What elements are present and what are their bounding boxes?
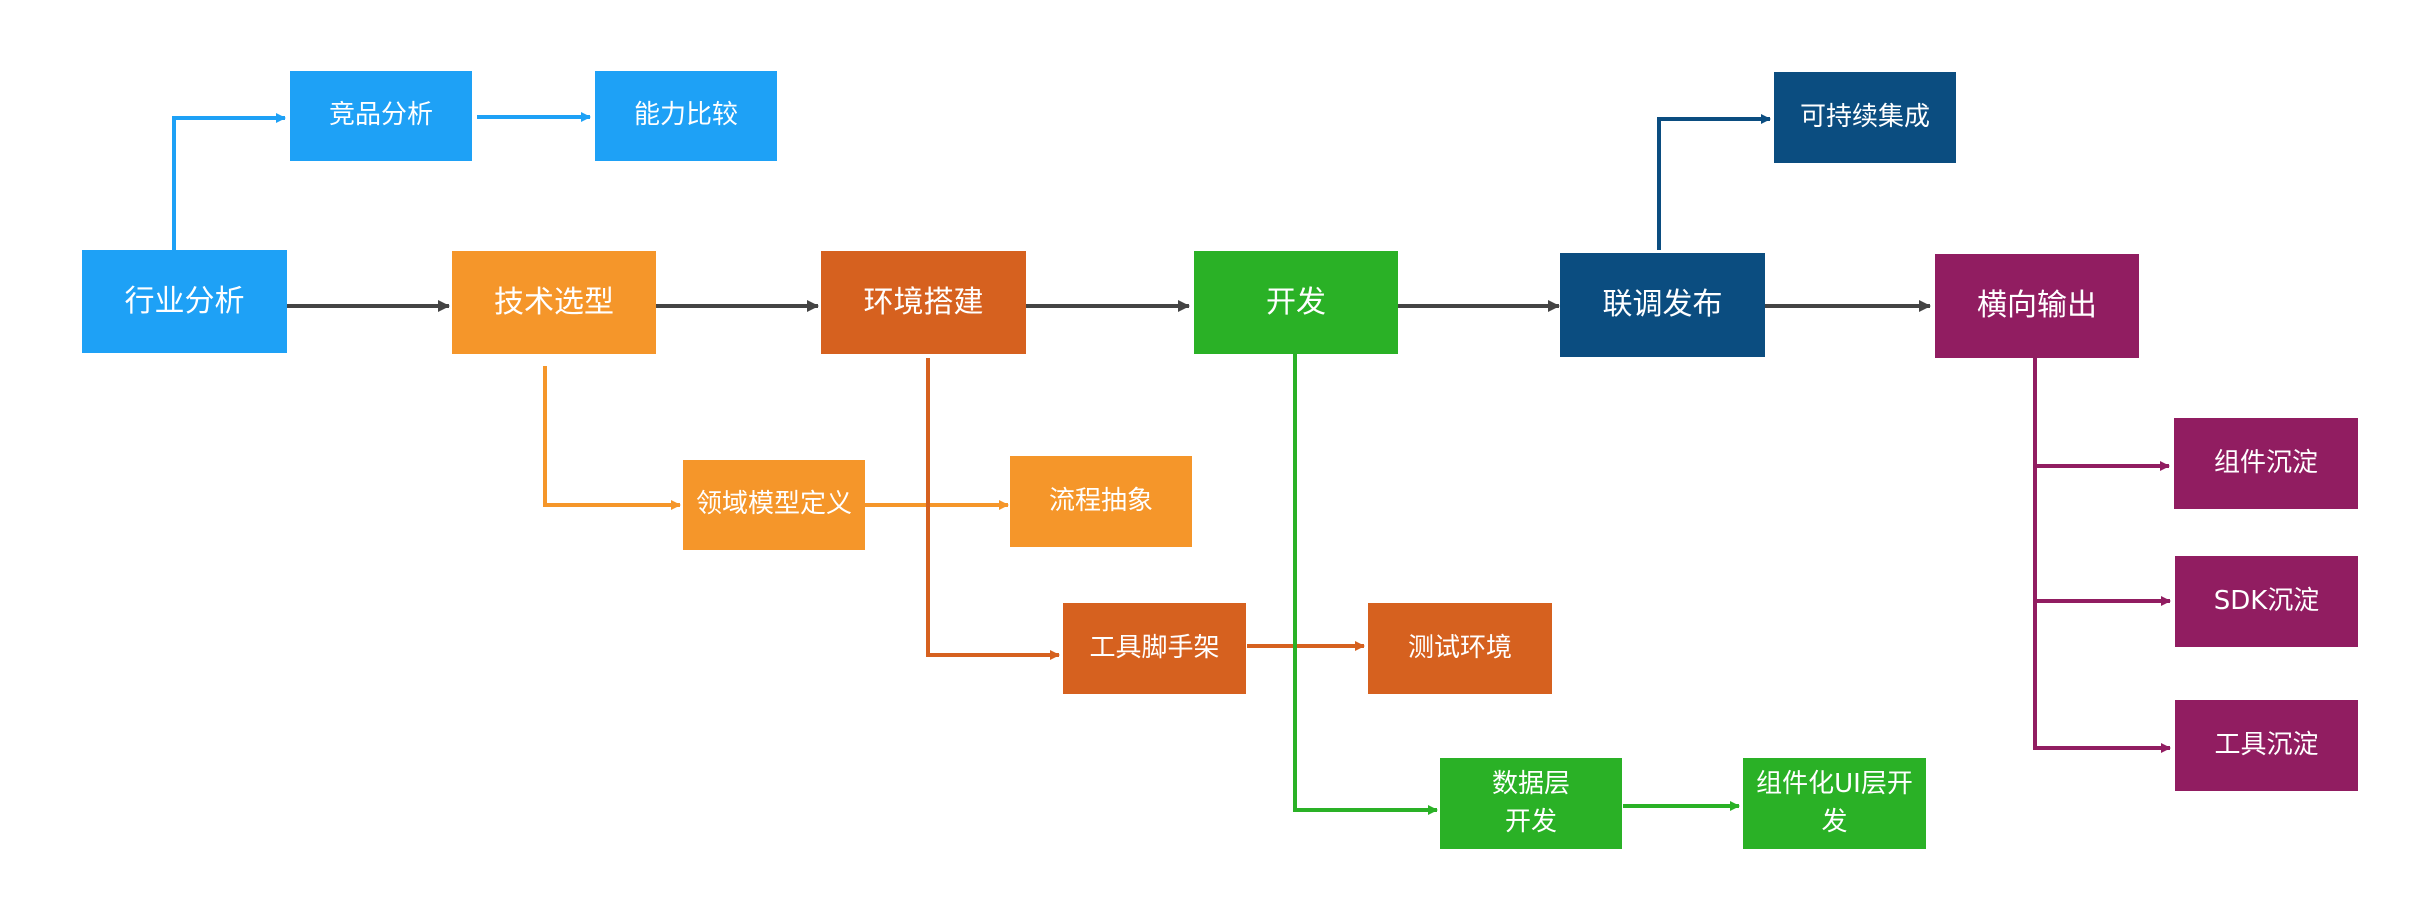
- arrow-industry-to-competitor: [172, 113, 286, 250]
- node-process-abstraction: 流程抽象: [1010, 456, 1192, 547]
- node-develop: 开发: [1194, 251, 1398, 354]
- node-test-env: 测试环境: [1368, 603, 1552, 694]
- node-component-precipitation: 组件沉淀: [2174, 418, 2358, 509]
- node-tool-scaffold: 工具脚手架: [1063, 603, 1246, 694]
- node-tech-selection: 技术选型: [452, 251, 656, 354]
- node-industry-analysis: 行业分析: [82, 250, 287, 353]
- node-competitor-analysis: 竞品分析: [290, 71, 472, 161]
- node-capability-compare: 能力比较: [595, 71, 777, 161]
- node-tool-precipitation: 工具沉淀: [2175, 700, 2358, 791]
- node-continuous-integration: 可持续集成: [1774, 72, 1956, 163]
- arrow-develop-to-datalayer: [1293, 354, 1438, 815]
- arrow-tech-to-domain: [543, 366, 681, 510]
- node-component-ui-dev: 组件化UI层开 发: [1743, 758, 1926, 849]
- node-integration-release: 联调发布: [1560, 253, 1765, 357]
- node-horizontal-output: 横向输出: [1935, 254, 2139, 358]
- node-domain-model: 领域模型定义: [683, 460, 865, 550]
- node-sdk-precipitation: SDK沉淀: [2175, 556, 2358, 647]
- arrow-release-to-ci: [1657, 114, 1771, 250]
- node-env-setup: 环境搭建: [821, 251, 1026, 354]
- arrow-env-to-scaffold: [926, 358, 1060, 660]
- node-data-layer-dev: 数据层 开发: [1440, 758, 1622, 849]
